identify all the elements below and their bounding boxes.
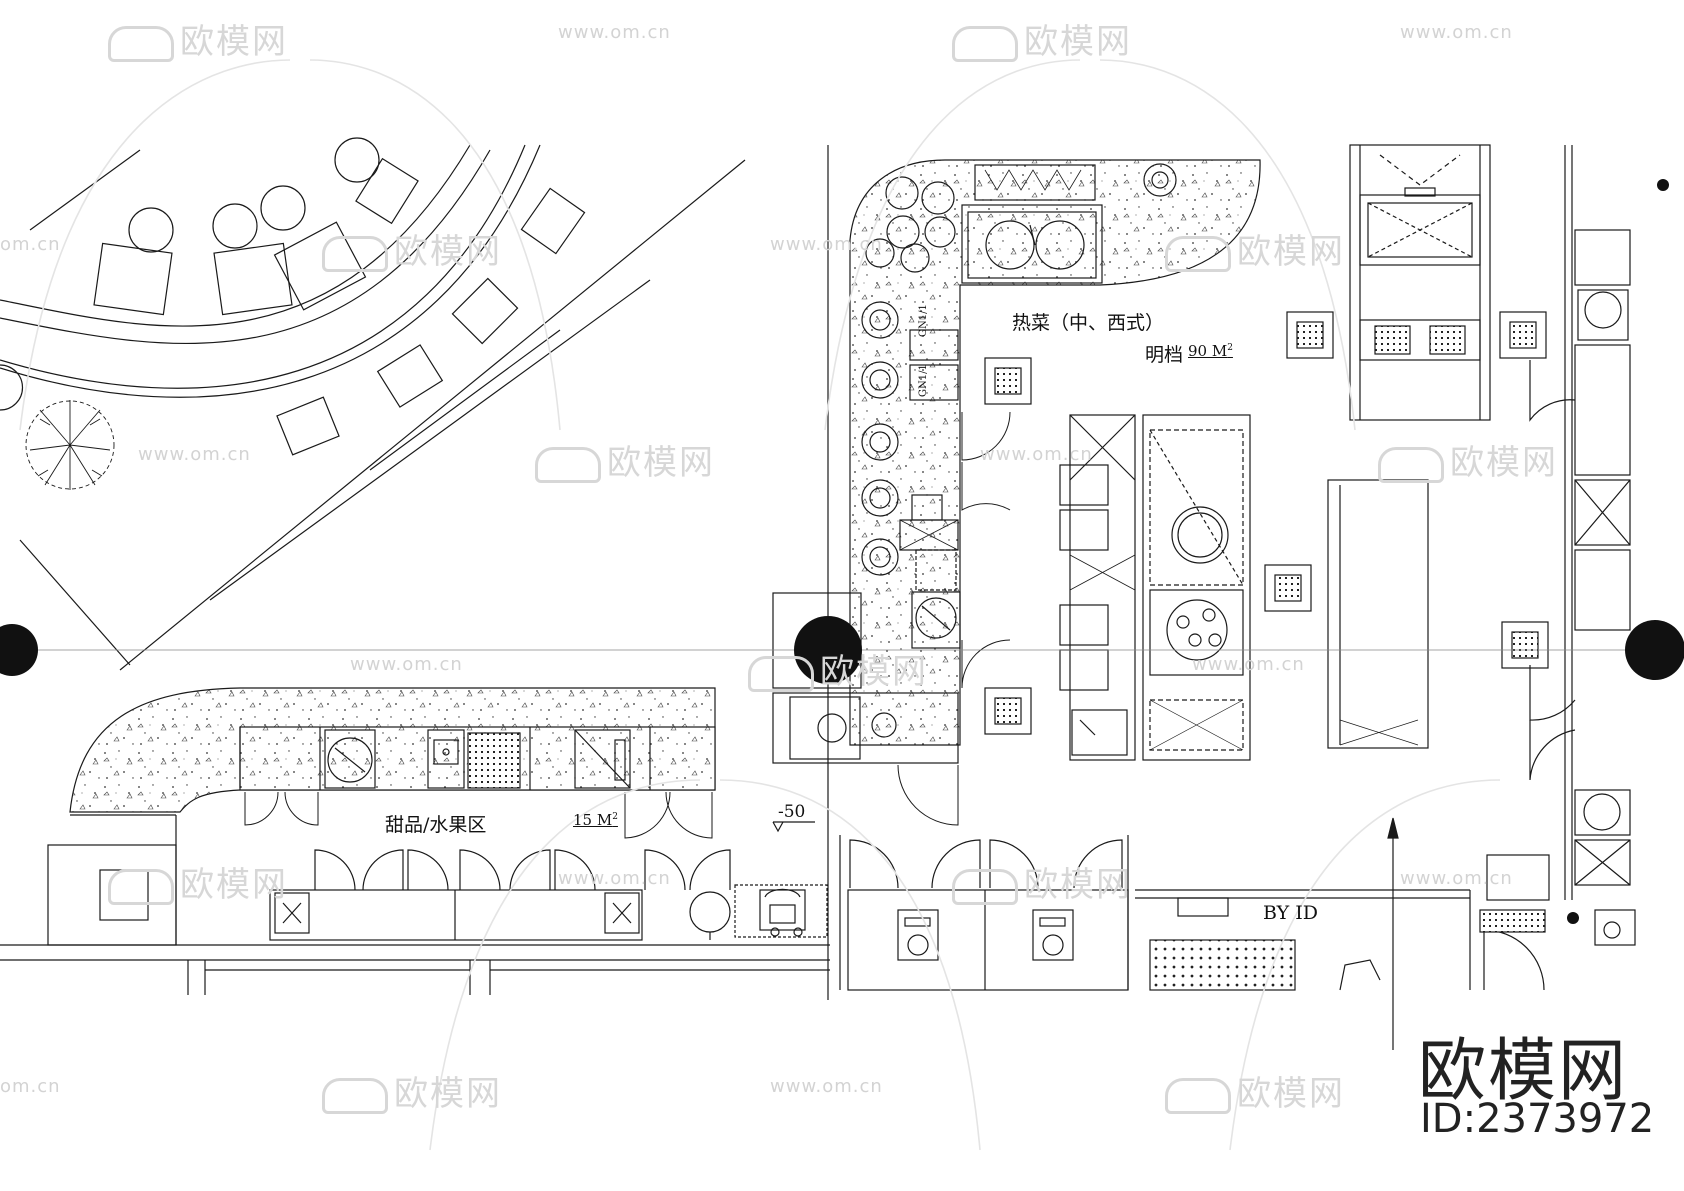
watermark-url: om.cn bbox=[0, 234, 61, 255]
watermark-url: www.om.cn bbox=[558, 868, 671, 889]
watermark-sofa-icon bbox=[108, 868, 174, 905]
center-island bbox=[1059, 414, 1251, 761]
watermark-sofa-icon bbox=[952, 25, 1018, 62]
dessert-back-counter bbox=[47, 814, 828, 946]
dessert-label: 甜品/水果区 bbox=[385, 814, 487, 836]
watermark-logo: 欧模网 bbox=[322, 224, 502, 273]
watermark-sofa-icon bbox=[952, 868, 1018, 905]
column-right bbox=[1625, 620, 1684, 680]
watermark-sofa-icon bbox=[535, 446, 601, 483]
watermark-sofa-icon bbox=[322, 1077, 388, 1114]
brand-name: 欧模网 bbox=[1418, 1032, 1629, 1111]
watermark-logo: 欧模网 bbox=[1165, 1066, 1345, 1115]
watermark-logo: 欧模网 bbox=[1165, 224, 1345, 273]
watermark-url: www.om.cn bbox=[1400, 868, 1513, 889]
watermark-url: www.om.cn bbox=[770, 1076, 883, 1097]
dessert-doors bbox=[244, 791, 713, 839]
watermark-url: www.om.cn bbox=[138, 444, 251, 465]
column-left bbox=[0, 624, 38, 676]
watermark-url: www.om.cn bbox=[770, 234, 883, 255]
watermark-url: www.om.cn bbox=[558, 22, 671, 43]
hot-area-label: 90 M2 bbox=[1188, 342, 1233, 360]
watermark-sofa-icon bbox=[1165, 1077, 1231, 1114]
watermark-url: www.om.cn bbox=[1192, 654, 1305, 675]
watermark-logo: 欧模网 bbox=[322, 1066, 502, 1115]
watermark-url: www.om.cn bbox=[1400, 22, 1513, 43]
prep-table bbox=[1327, 479, 1429, 749]
dessert-area-label: 15 M2 bbox=[573, 811, 618, 829]
curved-banquette bbox=[0, 137, 746, 671]
plant-symbol bbox=[25, 400, 115, 490]
gn-label-2: GN1/1 bbox=[918, 364, 929, 397]
hot-area-value: 90 M bbox=[1188, 342, 1228, 360]
watermark-arcs bbox=[19, 59, 1501, 1151]
watermark-sofa-icon bbox=[1165, 235, 1231, 272]
watermark-logo: 欧模网 bbox=[952, 857, 1132, 906]
dessert-counter bbox=[69, 687, 716, 813]
kitchen-doors bbox=[897, 411, 1011, 826]
right-hood bbox=[1349, 144, 1491, 421]
dessert-area-unit: 2 bbox=[612, 812, 618, 822]
bottom-rooms bbox=[839, 835, 1636, 991]
hot-dish-label: 热菜（中、西式） bbox=[1012, 312, 1165, 334]
level-label: -50 bbox=[778, 802, 806, 822]
level-triangle bbox=[772, 821, 784, 833]
watermark-sofa-icon bbox=[748, 655, 814, 692]
hot-area-unit: 2 bbox=[1227, 343, 1233, 353]
watermark-logo: 欧模网 bbox=[108, 857, 288, 906]
watermark-sofa-icon bbox=[1378, 446, 1444, 483]
watermark-logo: 欧模网 bbox=[1378, 435, 1558, 484]
watermark-sofa-icon bbox=[108, 25, 174, 62]
watermark-url: www.om.cn bbox=[350, 654, 463, 675]
brand-id: ID:2373972 bbox=[1420, 1096, 1655, 1142]
bottom-walls bbox=[0, 944, 830, 995]
hot-kitchen-counter bbox=[772, 159, 1261, 764]
watermark-url: www.om.cn bbox=[980, 444, 1093, 465]
floor-drains bbox=[984, 311, 1549, 735]
watermark-url: om.cn bbox=[0, 1076, 61, 1097]
by-id-label: BY ID bbox=[1263, 902, 1318, 924]
watermark-logo: 欧模网 bbox=[108, 14, 288, 63]
arrow-head bbox=[1387, 817, 1399, 839]
column-marker bbox=[1657, 179, 1669, 191]
watermark-logo: 欧模网 bbox=[535, 435, 715, 484]
valve-marker bbox=[1567, 912, 1579, 924]
right-wall-equipment bbox=[1529, 145, 1631, 900]
open-kitchen-label: 明档 bbox=[1145, 344, 1184, 366]
watermark-sofa-icon bbox=[322, 235, 388, 272]
column-edge bbox=[0, 364, 24, 411]
watermark-logo: 欧模网 bbox=[748, 644, 928, 693]
plan-linework bbox=[0, 137, 1684, 1050]
gn-label-1: GN1/1 bbox=[918, 304, 929, 337]
dessert-area-value: 15 M bbox=[573, 811, 613, 829]
watermark-logo: 欧模网 bbox=[952, 14, 1132, 63]
